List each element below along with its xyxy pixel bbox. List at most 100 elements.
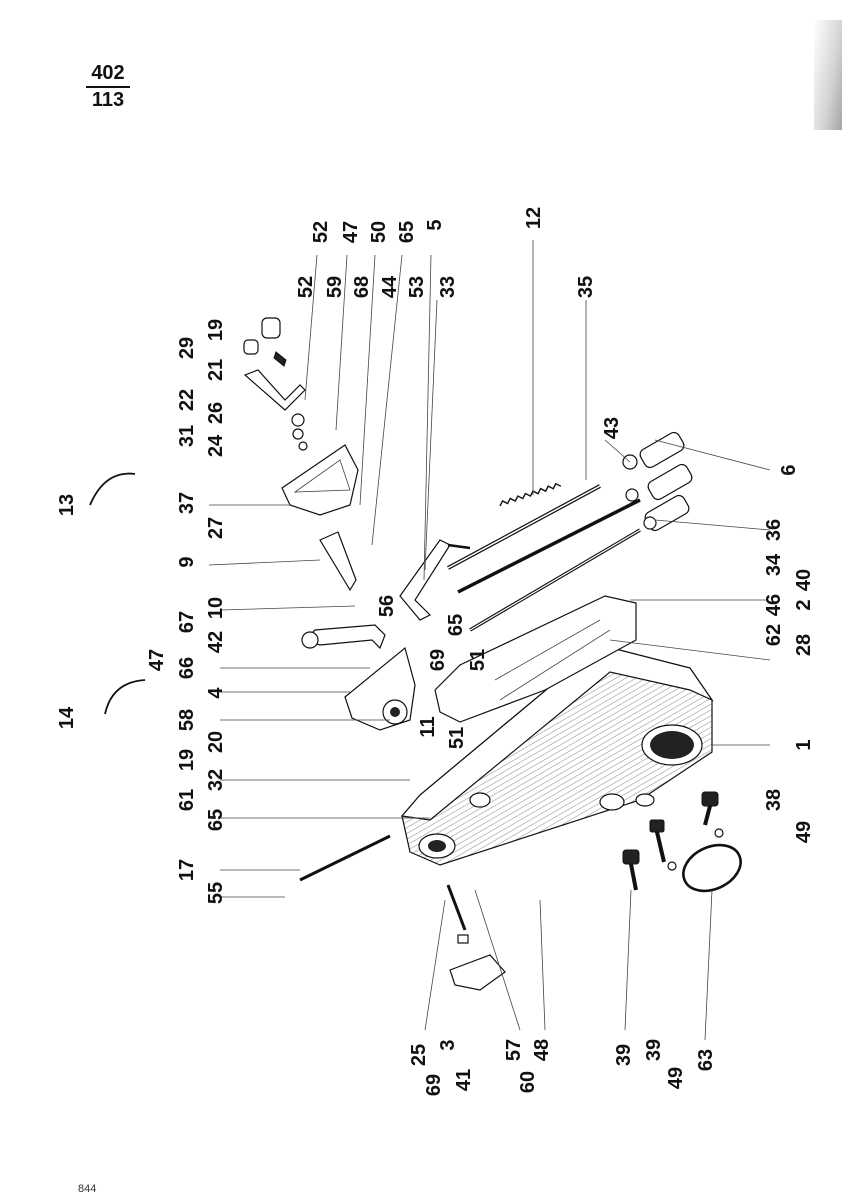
bolt-part-38 (701, 791, 719, 826)
spring-part-12 (499, 482, 562, 507)
part-label: 65 (445, 614, 467, 636)
part-labels: 52 47 50 65 5 12 52 59 68 44 53 33 35 19… (56, 207, 815, 1096)
part-label: 69 (427, 649, 449, 671)
part-label: 51 (467, 649, 489, 671)
side-cover-part-2 (434, 595, 637, 723)
part-label: 34 (763, 553, 785, 576)
part-label: 37 (176, 492, 198, 514)
gasket-part-13 (89, 472, 136, 506)
page-number-denominator: 113 (91, 89, 125, 111)
part-label: 5 (424, 219, 446, 230)
part-label: 44 (379, 275, 401, 298)
part-label: 62 (763, 624, 785, 646)
part-label: 53 (406, 276, 428, 298)
part-label: 22 (176, 389, 198, 411)
part-label: 57 (503, 1039, 525, 1061)
part-label: 56 (376, 595, 398, 617)
part-label: 38 (763, 789, 785, 811)
part-label: 17 (176, 859, 198, 881)
part-label: 31 (176, 425, 198, 447)
part-label: 13 (56, 494, 78, 516)
part-label: 39 (643, 1039, 665, 1061)
part-label: 11 (417, 716, 439, 737)
part-label: 42 (205, 631, 227, 653)
plate-part-3 (449, 954, 506, 991)
part-label: 32 (205, 769, 227, 791)
strip-part-17 (299, 834, 391, 882)
part-label: 65 (396, 221, 418, 243)
part-label: 26 (205, 402, 227, 424)
part-label: 69 (423, 1074, 445, 1096)
part-label: 9 (176, 556, 198, 567)
part-label: 3 (437, 1039, 459, 1050)
part-label: 29 (176, 337, 198, 359)
part-label: 51 (446, 727, 468, 749)
part-label: 60 (517, 1071, 539, 1093)
knob-part-19 (261, 317, 281, 339)
part-label: 21 (205, 359, 227, 381)
part-label: 24 (205, 434, 227, 457)
small-parts-31-26-24 (291, 413, 308, 451)
washer-part-49 (714, 828, 724, 838)
part-label: 65 (205, 809, 227, 831)
part-label: 59 (324, 276, 346, 298)
lever-part-33 (399, 539, 471, 621)
part-label: 14 (56, 706, 78, 729)
leader-lines (208, 240, 771, 1041)
plate-part-37 (281, 444, 359, 516)
footer-page-number: 844 (78, 1183, 97, 1195)
page-number-numerator: 402 (86, 62, 130, 88)
part-label: 35 (575, 276, 597, 298)
part-label: 43 (601, 417, 623, 439)
housing-part-1 (400, 644, 714, 866)
bolt-part-21 (273, 351, 287, 367)
nut-part-29 (243, 339, 259, 355)
part-label: 1 (793, 739, 815, 750)
part-label: 39 (613, 1044, 635, 1066)
lever-part-9 (319, 531, 357, 592)
plate-part-4 (344, 646, 416, 731)
part-label: 46 (763, 594, 785, 616)
part-label: 61 (176, 789, 198, 811)
part-label: 63 (695, 1049, 717, 1071)
part-label: 4 (205, 687, 227, 699)
part-label: 40 (793, 569, 815, 591)
rod-part-34 (457, 498, 641, 632)
part-label: 49 (793, 821, 815, 843)
part-label: 47 (340, 221, 362, 243)
part-label: 12 (523, 207, 545, 229)
ring-part-63 (682, 843, 742, 893)
part-label: 33 (437, 276, 459, 298)
part-label: 52 (295, 276, 317, 298)
part-label: 48 (531, 1039, 553, 1061)
part-label: 19 (205, 319, 227, 341)
lever-part-22 (243, 369, 306, 411)
washer-part-49b (667, 861, 677, 871)
part-label: 49 (665, 1067, 687, 1089)
bolt-part-39 (622, 819, 666, 891)
part-label: 50 (368, 221, 390, 243)
part-label: 58 (176, 709, 198, 731)
part-label: 41 (453, 1069, 475, 1091)
bushing-part-6 (622, 431, 693, 532)
bush-part-69 (457, 934, 469, 944)
lever-part-67 (301, 624, 386, 650)
page-number: 402 113 (86, 62, 130, 112)
part-label: 66 (176, 657, 198, 679)
part-label: 20 (205, 731, 227, 753)
gasket-part-14 (104, 679, 146, 715)
part-label: 25 (408, 1044, 430, 1066)
stem-part-25 (446, 884, 467, 931)
part-label: 10 (205, 597, 227, 619)
part-label: 68 (351, 276, 373, 298)
part-label: 19 (176, 749, 198, 771)
part-label: 6 (778, 464, 800, 475)
part-label: 52 (310, 221, 332, 243)
part-label: 55 (205, 882, 227, 904)
part-label: 47 (146, 649, 168, 671)
part-label: 36 (763, 519, 785, 541)
part-label: 28 (793, 634, 815, 656)
part-label: 2 (793, 599, 815, 610)
